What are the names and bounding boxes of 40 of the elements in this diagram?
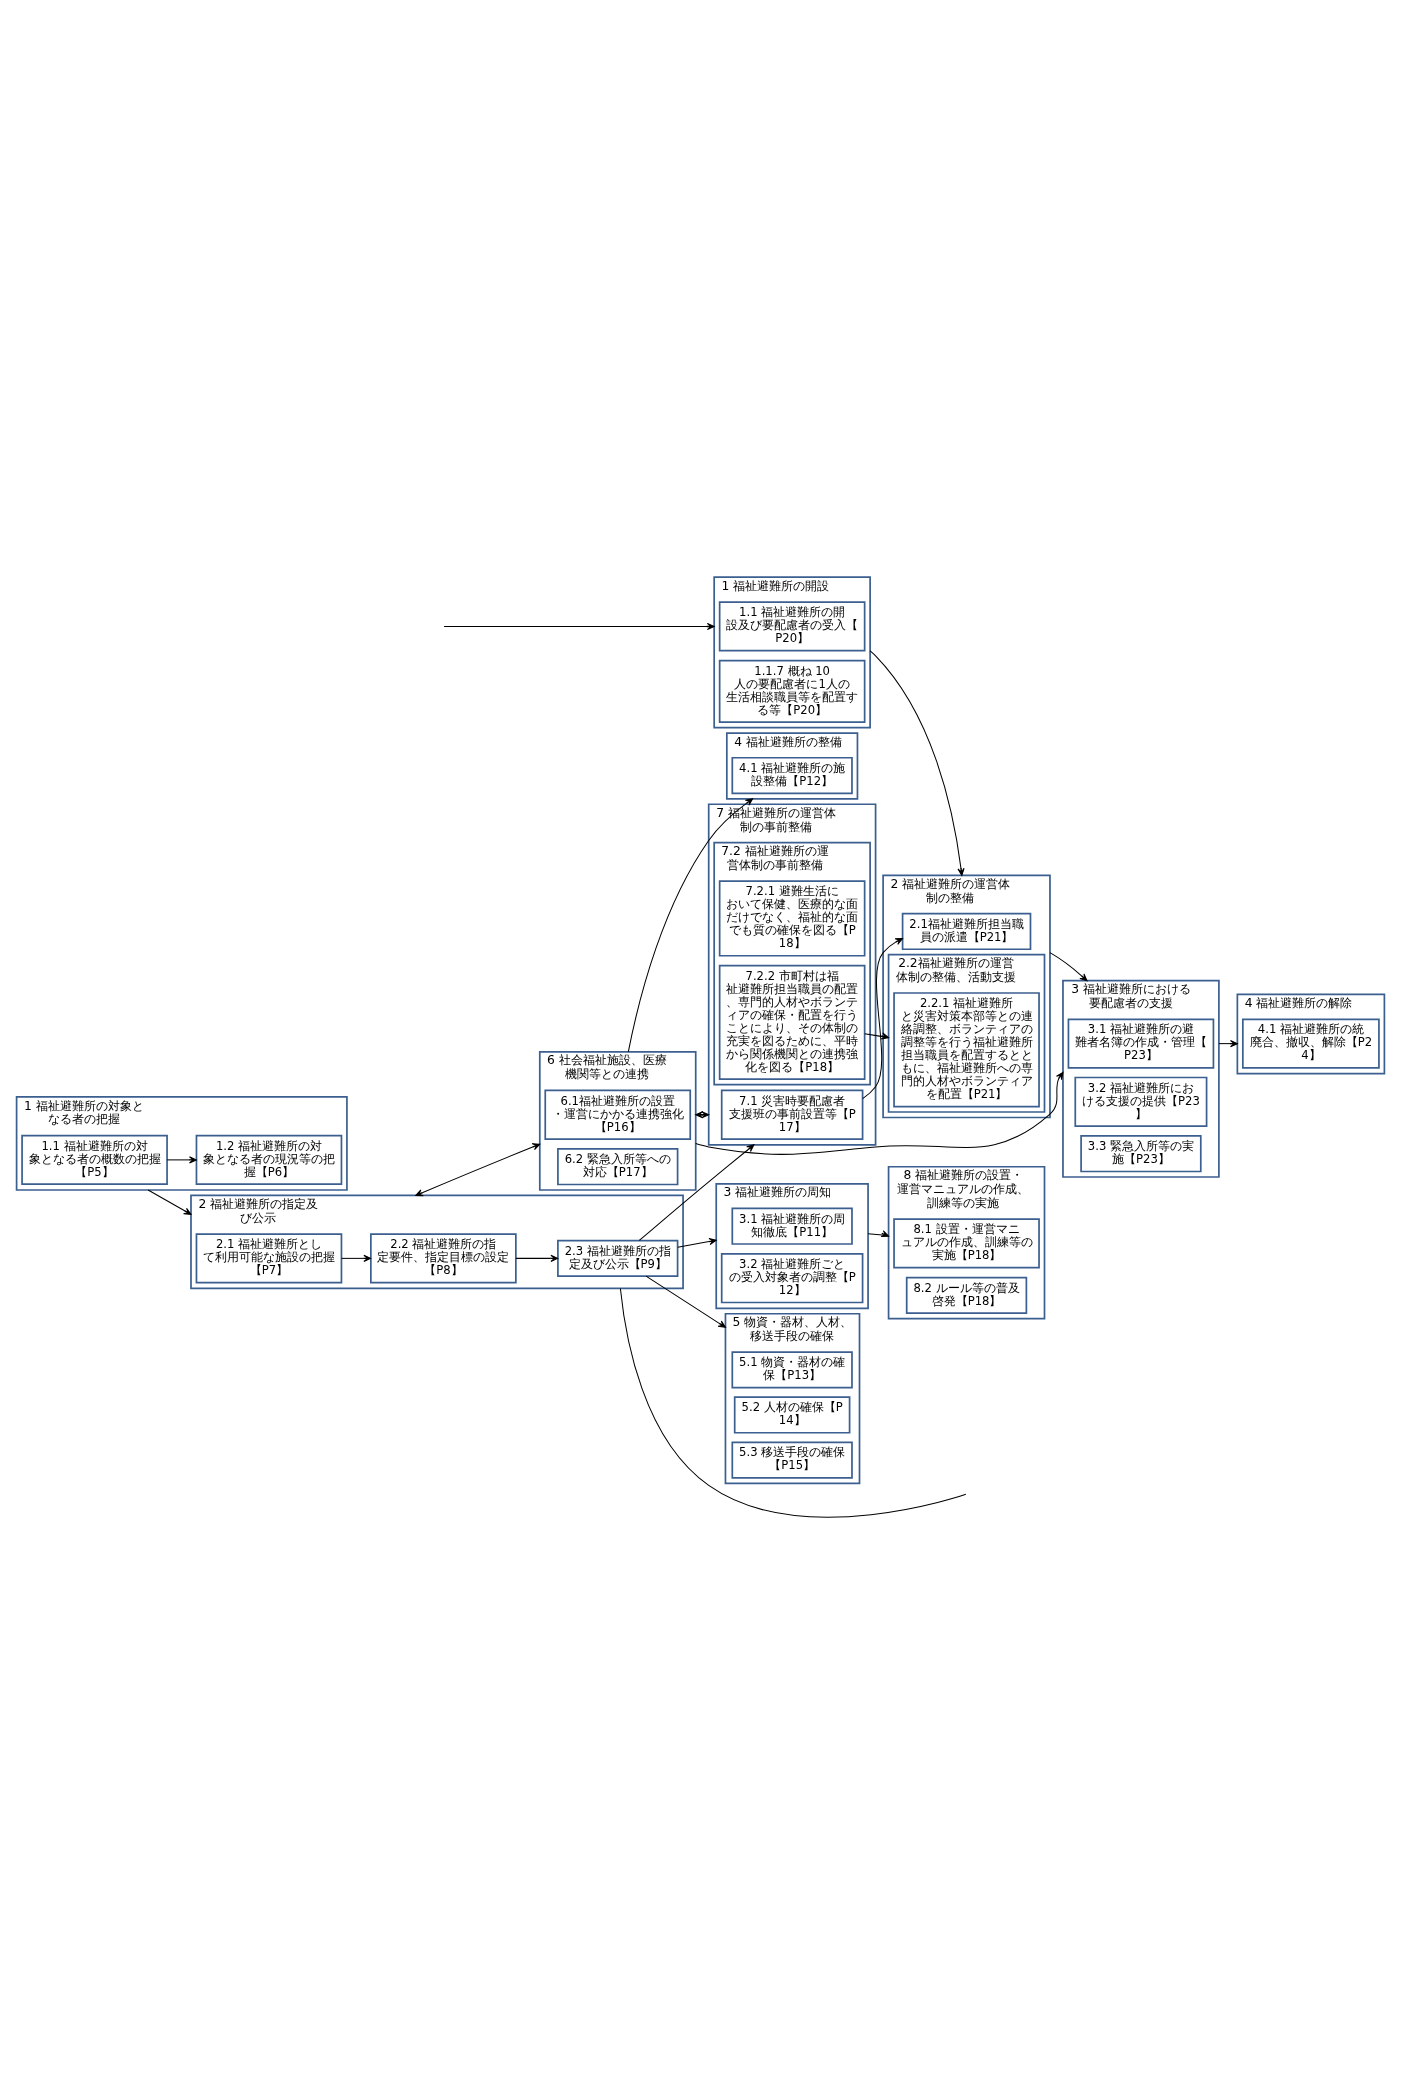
node-box: 1.1 福祉避難所の開設及び要配慮者の受入【P20】 <box>718 601 866 652</box>
node-box: 6.1福祉避難所の設置・運営にかかる連携強化【P16】 <box>544 1089 692 1140</box>
node-box: 1.1 福祉避難所の対象となる者の概数の把握【P5】 <box>21 1134 168 1186</box>
connector <box>619 1287 967 1518</box>
arrow <box>147 1189 192 1215</box>
node-box: 5.2 人材の確保【P14】 <box>733 1396 851 1434</box>
node-box: 2.1福祉避難所担当職員の派遣【P21】 <box>901 912 1032 951</box>
node-box: 4.1 福祉避難所の統廃合、撤収、解除【P24】 <box>1241 1018 1380 1069</box>
node-box: 7.2.1 避難生活において保健、医療的な面だけでなく、福祉的な面でも質の確保を図る【P18】 <box>718 880 866 957</box>
node-box: 2.2.1 福祉避難所と災害対策本部等との連絡調整、ボランティアの調整等を行う福祉避難所担当職員を配置するとともに、福祉避難所への専門的人材やボランティアを配置【P21】 <box>893 992 1040 1108</box>
arrow <box>869 650 965 876</box>
arrow <box>867 1230 890 1237</box>
node-box: 6.2 緊急入所等への対応【P17】 <box>557 1148 679 1186</box>
node-box: 5.1 物資・器材の確保【P13】 <box>731 1351 853 1389</box>
node-box: 8.1 設置・運営マニュアルの作成、訓練等の実施【P18】 <box>893 1218 1040 1269</box>
arrow <box>645 1275 726 1328</box>
arrow <box>415 1143 541 1197</box>
node-box: 7.2.2 市町村は福祉避難所担当職員の配置、専門的人材やボランティアの確保・配置を行うことにより、その体制の充実を図るために、平時から関係機関との連携強化を図る【P18】 <box>718 964 866 1081</box>
node-box: 4.1 福祉避難所の施設整備【P12】 <box>731 756 853 795</box>
arrow <box>341 1254 372 1262</box>
arrow <box>638 1144 755 1241</box>
arrow <box>1049 952 1088 982</box>
arrow <box>515 1254 559 1262</box>
node-box: 1.1.7 概ね 10 人の要配慮者に1人の生活相談職員等を配置する等【P20】 <box>718 659 866 724</box>
node-box: 2.3 福祉避難所の指定及び公示【P9】 <box>557 1239 679 1277</box>
node-box: 2.1 福祉避難所として利用可能な施設の把握【P7】 <box>195 1233 343 1284</box>
node-box: 3.3 緊急入所等の実施【P23】 <box>1080 1135 1202 1173</box>
arrow <box>166 1156 197 1164</box>
node-box: 3.2 福祉避難所ごとの受入対象者の調整【P12】 <box>720 1253 864 1304</box>
node-box: 2.2 福祉避難所の指定要件、指定目標の設定【P8】 <box>370 1233 517 1284</box>
node-box: 1.2 福祉避難所の対象となる者の現況等の把握【P6】 <box>195 1134 343 1186</box>
node-box: 5.3 移送手段の確保【P15】 <box>731 1441 853 1479</box>
node-box: 8.2 ルール等の普及啓発【P18】 <box>905 1276 1028 1314</box>
node-box: 3.2 福祉避難所における支援の提供【P23】 <box>1074 1076 1208 1127</box>
node-box: 7.1 災害時要配慮者支援班の事前設置等【P17】 <box>720 1089 864 1140</box>
arrow <box>864 1032 890 1040</box>
node-box: 3.1 福祉避難所の周知徹底【P11】 <box>731 1207 853 1245</box>
node-box: 3.1 福祉避難所の避難者名簿の作成・管理【P23】 <box>1067 1018 1215 1069</box>
arrow <box>627 798 754 1053</box>
arrow <box>677 1237 717 1248</box>
